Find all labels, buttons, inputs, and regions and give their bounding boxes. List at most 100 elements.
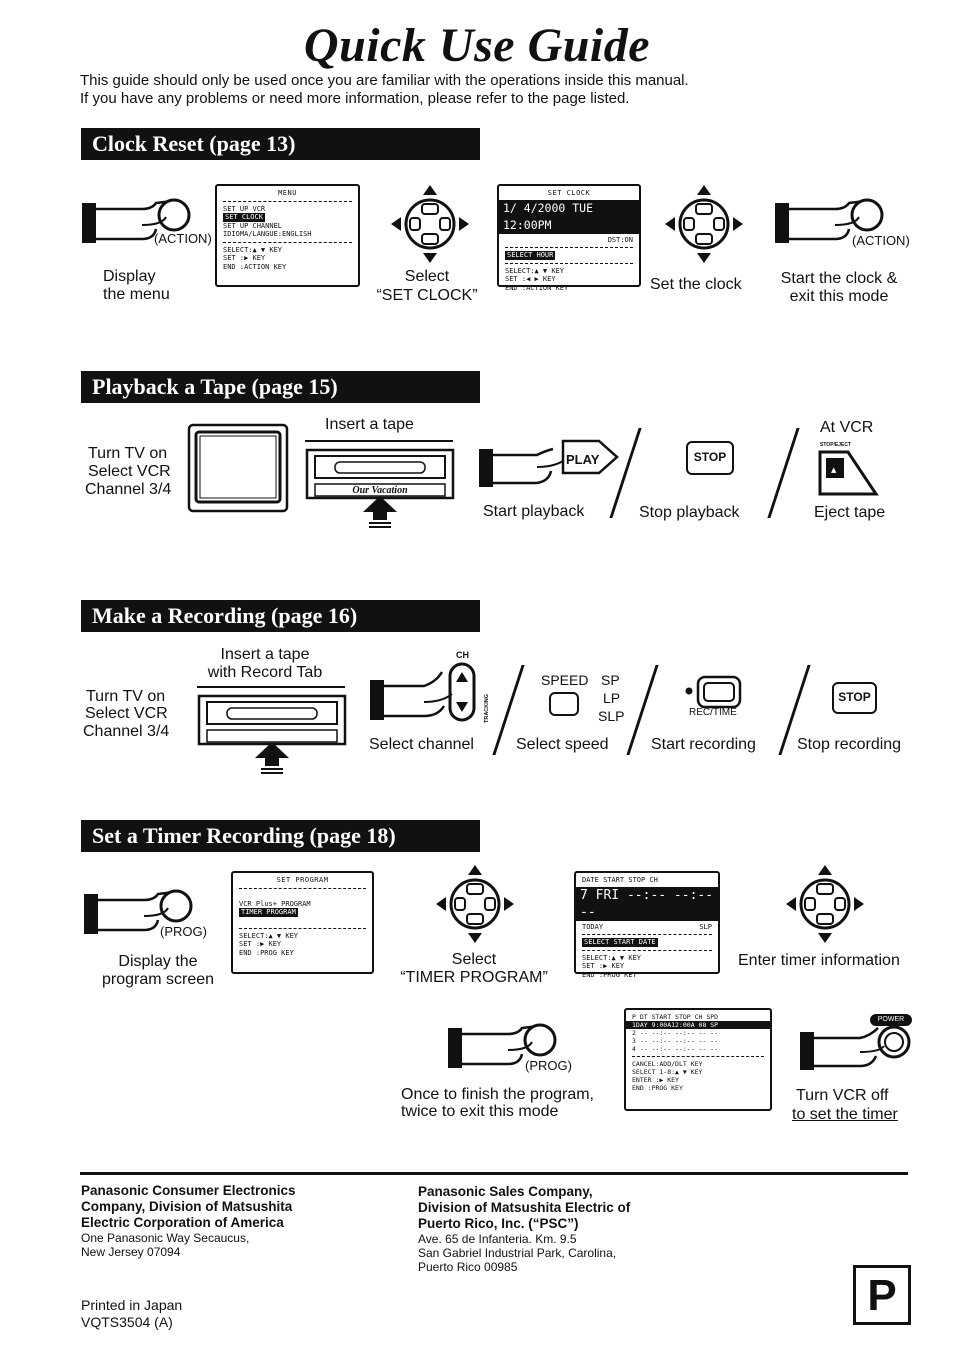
hand-press-power-icon — [800, 1025, 911, 1070]
rec-stop-key-label: STOP — [838, 690, 871, 704]
step-start-clock-2: exit this mode — [789, 288, 889, 305]
speed-slp: SLP — [598, 708, 625, 724]
program-hint-select: SELECT:▲ ▼ KEY — [239, 931, 299, 940]
list-hint-end: END :PROG KEY — [632, 1084, 683, 1092]
record-button-icon — [685, 675, 742, 709]
timer-list-screen: P DT START STOP CH SPD 1DAY 9:00A12:00A … — [624, 1008, 772, 1111]
timer-date-screen: DATE START STOP CH 7 FRI --:-- --:-- -- … — [574, 871, 720, 979]
program-item: VCR Plus+ PROGRAM — [239, 899, 311, 908]
footer-left-b1: Panasonic Consumer Electronics — [81, 1183, 296, 1198]
insert-record-line-2: with Record Tab — [207, 664, 323, 681]
tape-label: Our Vacation — [352, 485, 408, 496]
vcr-tape-insert-icon — [197, 686, 347, 774]
joystick-direction-icon — [391, 185, 469, 263]
hand-press-play-icon — [479, 439, 619, 487]
date-screen-today: TODAY — [582, 922, 604, 931]
list-screen-row: 2 -- --:-- --:-- -- -- — [632, 1029, 719, 1037]
hand-press-prog-icon — [448, 1023, 557, 1068]
step-display-menu-2: the menu — [103, 286, 170, 303]
prog-label-2: (PROG) — [525, 1058, 572, 1073]
tv-on-line-2: Select VCR — [88, 463, 171, 480]
step-display-menu-1: Display — [103, 268, 156, 285]
list-hint-select: SELECT 1-8:▲ ▼ KEY — [632, 1068, 703, 1076]
finish-program-1: Once to finish the program, — [401, 1086, 594, 1103]
insert-record-line-1: Insert a tape — [220, 646, 310, 663]
footer-left-n2: New Jersey 07094 — [81, 1245, 181, 1259]
stop-recording-label: Stop recording — [797, 736, 902, 753]
stop-key-label: STOP — [693, 450, 727, 464]
select-timer-2: “TIMER PROGRAM” — [400, 969, 548, 986]
menu-hint-set: SET :▶ KEY — [223, 254, 266, 262]
footer-right-b2: Division of Matsushita Electric of — [418, 1200, 631, 1215]
footer-right: Panasonic Sales Company, Division of Mat… — [418, 1184, 630, 1274]
rec-time-label: REC/TIME — [689, 707, 737, 718]
date-screen-cols: DATE START STOP CH — [582, 876, 658, 884]
ch-label: CH — [456, 650, 469, 660]
clock-screen-header: SET CLOCK — [547, 189, 591, 197]
intro-line-1: This guide should only be used once you … — [80, 72, 689, 89]
display-program-2: program screen — [101, 971, 215, 988]
hand-press-channel-icon — [370, 662, 476, 722]
footer-right-b1: Panasonic Sales Company, — [418, 1184, 593, 1199]
footer-left-b3: Electric Corporation of America — [81, 1215, 284, 1230]
speed-lp: LP — [603, 690, 621, 706]
turn-off-2: to set the timer — [792, 1106, 898, 1123]
hand-press-prog-icon — [84, 889, 193, 934]
tv-on-line-1: Turn TV on — [88, 445, 168, 462]
menu-item: SET UP VCR — [223, 204, 266, 213]
start-recording-label: Start recording — [651, 736, 756, 753]
prog-label-1: (PROG) — [160, 924, 207, 939]
clock-screen-datetime: 1/ 4/2000 TUE 12:00PM — [499, 199, 639, 234]
eject-key-label: STOP/EJECT — [820, 442, 852, 448]
clock-hint-select: SELECT:▲ ▼ KEY — [505, 266, 565, 275]
insert-tape-label: Insert a tape — [325, 416, 414, 433]
date-screen-slp: SLP — [699, 922, 712, 931]
footer-left-b2: Company, Division of Matsushita — [81, 1199, 293, 1214]
at-vcr-label: At VCR — [820, 419, 874, 436]
footer-right-n3: Puerto Rico 00985 — [418, 1260, 518, 1274]
program-screen-header: SET PROGRAM — [276, 876, 329, 884]
printed-info: Printed in Japan VQTS3504 (A) — [81, 1297, 182, 1331]
footer-left: Panasonic Consumer Electronics Company, … — [81, 1183, 296, 1259]
program-item-selected: TIMER PROGRAM — [239, 908, 298, 917]
start-playback-label: Start playback — [483, 503, 585, 520]
svg-text:▲: ▲ — [831, 466, 837, 474]
clock-screen-dst: DST:ON — [607, 235, 633, 244]
speed-label: SPEED — [541, 672, 589, 688]
menu-hint-end: END :ACTION KEY — [223, 262, 287, 271]
clock-hint-end: END :ACTION KEY — [505, 283, 569, 292]
date-screen-bar2: SELECT START DATE — [582, 938, 658, 947]
joystick-direction-icon — [786, 865, 864, 943]
eject-button-icon: ▲ — [818, 450, 879, 496]
hand-press-action-icon — [82, 198, 191, 243]
rec-tv-on-line-2: Select VCR — [85, 705, 168, 722]
section-heading-playback: Playback a Tape (page 15) — [81, 371, 480, 403]
set-program-screen: SET PROGRAM VCR Plus+ PROGRAM TIMER PROG… — [231, 871, 374, 974]
date-screen-bar: 7 FRI --:-- --:-- -- — [576, 886, 718, 921]
hand-press-action-icon — [775, 198, 884, 243]
list-screen-cols: P DT START STOP CH SPD — [632, 1013, 719, 1021]
menu-screen: MENU SET UP VCR SET CLOCK SET UP CHANNEL… — [215, 184, 360, 287]
step-set-clock: Set the clock — [650, 276, 742, 293]
section-heading-timer: Set a Timer Recording (page 18) — [81, 820, 480, 852]
finish-program-2: twice to exit this mode — [401, 1103, 559, 1120]
vcr-tape-insert-icon — [305, 440, 455, 528]
tracking-label: TRACKING — [484, 693, 490, 723]
step-select-set-clock-1: Select — [404, 268, 450, 285]
section-heading-clock-reset: Clock Reset (page 13) — [81, 128, 480, 160]
select-timer-1: Select — [451, 951, 497, 968]
clock-hint-set: SET :◀ ▶ KEY — [505, 275, 556, 283]
page-title: Quick Use Guide — [303, 19, 651, 72]
speed-button-icon — [549, 692, 579, 716]
menu-item: SET UP CHANNEL — [223, 221, 283, 230]
display-program-1: Display the — [118, 953, 198, 970]
tv-icon — [187, 423, 289, 513]
list-screen-row: 4 -- --:-- --:-- -- -- — [632, 1045, 719, 1053]
date-hint-select: SELECT:▲ ▼ KEY — [582, 953, 642, 962]
enter-timer-info: Enter timer information — [738, 952, 900, 969]
power-key-label: POWER — [870, 1014, 912, 1026]
tv-on-line-3: Channel 3/4 — [85, 481, 172, 498]
select-speed-label: Select speed — [516, 736, 609, 753]
joystick-direction-icon — [436, 865, 514, 943]
date-hint-end: END :PROG KEY — [582, 970, 637, 979]
